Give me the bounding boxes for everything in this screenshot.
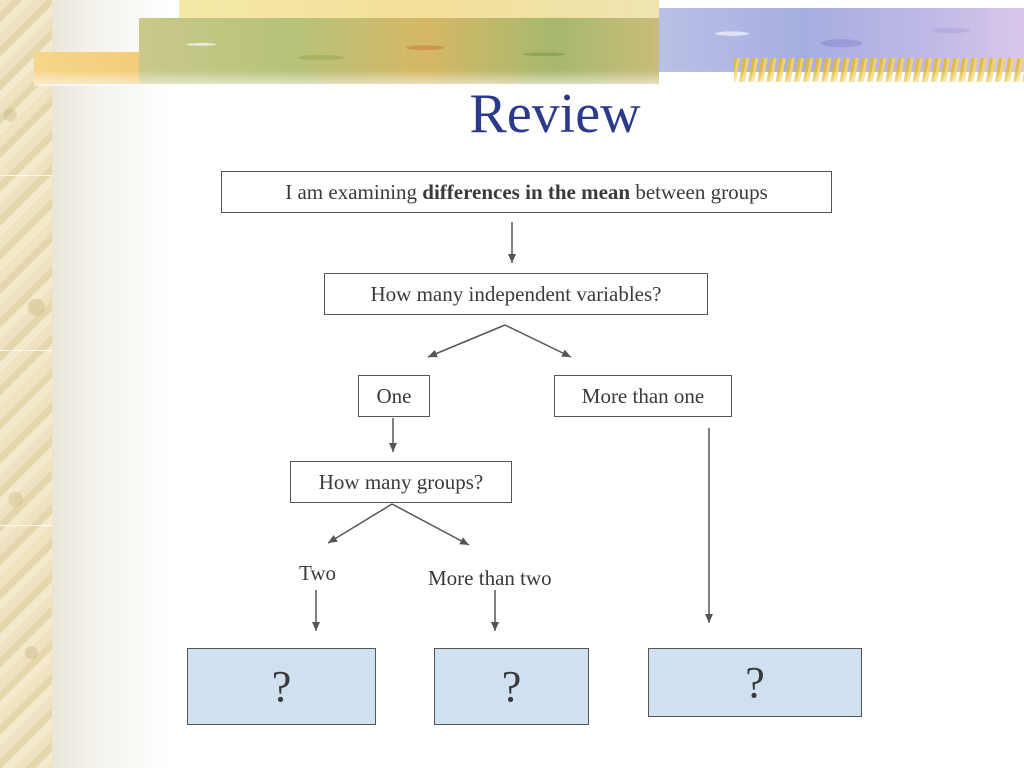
left-shadow (52, 0, 172, 768)
answer-box-more-than-one-iv: ? (648, 648, 862, 717)
slide-title: Review (469, 83, 641, 145)
start-text-emphasis: differences in the mean (422, 180, 631, 204)
start-box: I am examining differences in the mean b… (221, 171, 832, 213)
start-text-prefix: I am examining (285, 180, 423, 204)
arrow-branch-right-more (504, 324, 572, 358)
arrow-branch-left-one (427, 324, 506, 358)
arrow-branch-more-than-two (391, 503, 470, 546)
option-more-than-two: More than two (428, 566, 552, 590)
parchment-border (0, 0, 52, 768)
answer-box-more-than-two-groups: ? (434, 648, 589, 725)
arrow-branch-two (327, 503, 393, 544)
start-text-suffix: between groups (630, 180, 768, 204)
decorative-banner (34, 0, 1024, 86)
question-how-many-groups: How many groups? (290, 461, 512, 503)
answer-box-two-groups: ? (187, 648, 376, 725)
option-more-than-one: More than one (554, 375, 732, 417)
option-two: Two (299, 561, 337, 585)
question-independent-variables: How many independent variables? (324, 273, 708, 315)
option-one: One (358, 375, 430, 417)
banner-band-yellow (179, 0, 659, 22)
